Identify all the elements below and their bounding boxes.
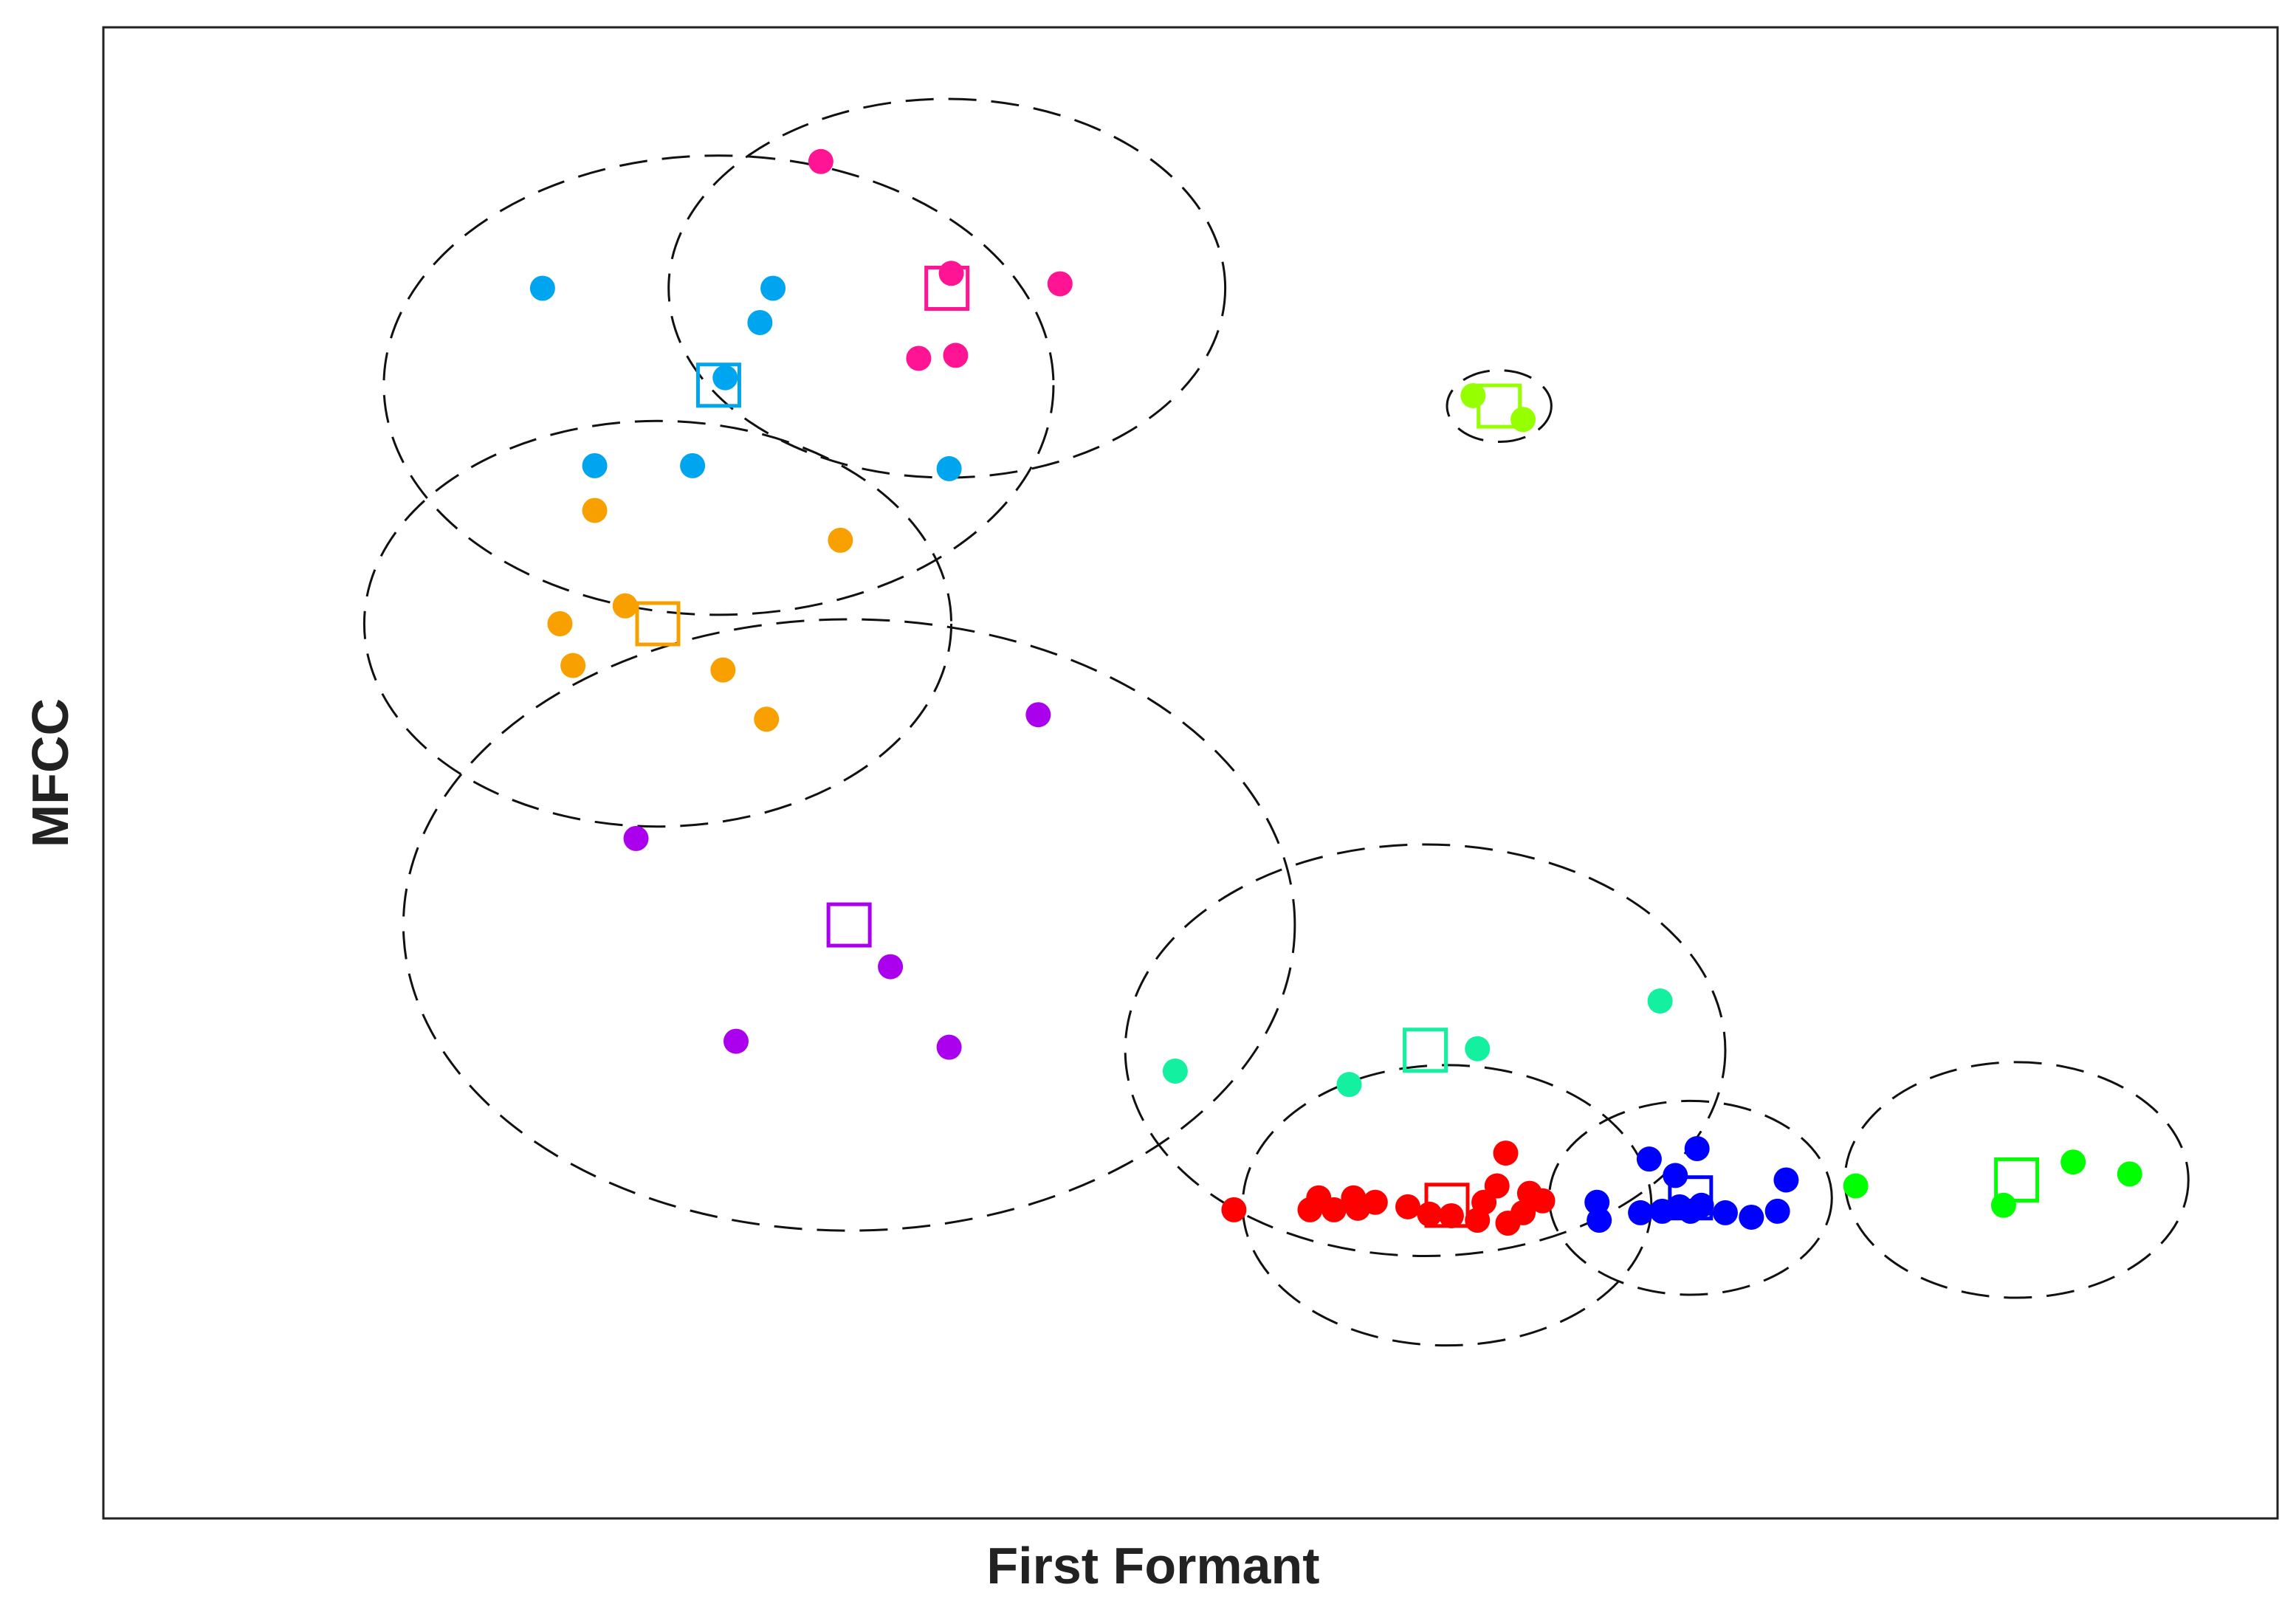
cluster-ellipse-2 (382, 154, 1055, 616)
data-point-2-6 (680, 452, 706, 478)
data-point-3-6 (710, 657, 736, 683)
data-point-6-2 (1162, 1059, 1188, 1084)
plot-frame (102, 26, 2279, 1520)
data-point-3-2 (828, 527, 853, 553)
data-point-7-9 (1438, 1202, 1464, 1228)
data-point-3-5 (560, 653, 586, 678)
data-point-2-3 (747, 309, 773, 335)
data-point-3-1 (582, 498, 608, 523)
ellipses-layer (362, 97, 2190, 1347)
data-point-1-2 (938, 261, 964, 286)
cluster-ellipse-9 (1843, 1061, 2190, 1299)
data-point-4-4 (723, 1028, 749, 1054)
data-point-8-6 (1628, 1200, 1654, 1225)
cluster-ellipse-4 (402, 618, 1296, 1232)
data-point-7-1 (1221, 1197, 1247, 1222)
cluster-centroid-6 (1403, 1028, 1448, 1073)
data-point-1-3 (1047, 271, 1073, 297)
cluster-ellipse-5 (1446, 369, 1553, 444)
data-point-7-16 (1495, 1211, 1521, 1236)
data-point-8-13 (1773, 1167, 1799, 1193)
data-point-8-12 (1764, 1198, 1790, 1224)
data-point-8-10 (1712, 1200, 1738, 1225)
data-point-1-4 (906, 345, 932, 371)
data-point-2-4 (712, 365, 738, 390)
points-layer (529, 148, 2142, 1236)
data-point-7-15 (1530, 1188, 1556, 1214)
data-point-4-3 (878, 954, 904, 980)
data-point-8-3 (1636, 1146, 1662, 1172)
data-point-6-4 (1465, 1036, 1491, 1061)
data-point-2-1 (529, 275, 555, 301)
y-axis-label: MFCC (21, 698, 79, 847)
data-point-7-8 (1417, 1201, 1443, 1227)
data-point-7-12 (1493, 1140, 1519, 1166)
data-point-4-1 (1025, 702, 1051, 728)
centroids-layer (635, 266, 2040, 1228)
cluster-ellipse-6 (1124, 843, 1727, 1257)
cluster-ellipse-3 (362, 419, 953, 828)
data-point-1-1 (808, 148, 833, 174)
data-point-3-7 (754, 706, 780, 732)
data-point-7-11 (1484, 1173, 1510, 1199)
data-point-9-3 (2060, 1149, 2086, 1175)
data-point-7-17 (1465, 1208, 1491, 1233)
data-point-4-5 (936, 1034, 962, 1060)
data-point-7-6 (1345, 1195, 1371, 1221)
data-point-6-1 (1647, 988, 1673, 1014)
cluster-centroid-7 (1424, 1183, 1470, 1228)
x-axis-label: First Formant (986, 1537, 1319, 1594)
cluster-ellipse-8 (1547, 1099, 1833, 1296)
data-point-9-1 (1843, 1173, 1869, 1199)
cluster-centroid-3 (635, 601, 681, 647)
cluster-centroid-4 (826, 902, 872, 948)
data-point-6-3 (1336, 1072, 1362, 1098)
cluster-centroid-1 (924, 266, 970, 311)
data-point-8-11 (1739, 1204, 1764, 1230)
data-point-2-5 (582, 452, 608, 478)
data-point-3-4 (547, 611, 573, 636)
data-point-9-4 (2117, 1161, 2142, 1187)
data-point-8-2 (1587, 1208, 1612, 1233)
data-point-8-5 (1684, 1136, 1710, 1162)
cluster-centroid-5 (1477, 383, 1522, 429)
data-point-2-7 (936, 455, 962, 481)
cluster-centroid-9 (1994, 1157, 2040, 1202)
data-point-3-3 (612, 593, 638, 619)
data-point-2-2 (760, 275, 786, 301)
data-point-7-18 (1321, 1197, 1347, 1222)
data-point-1-5 (943, 343, 969, 368)
data-point-7-7 (1395, 1194, 1420, 1219)
data-point-4-2 (623, 825, 649, 851)
cluster-centroid-8 (1668, 1175, 1714, 1221)
cluster-centroid-2 (695, 362, 741, 408)
